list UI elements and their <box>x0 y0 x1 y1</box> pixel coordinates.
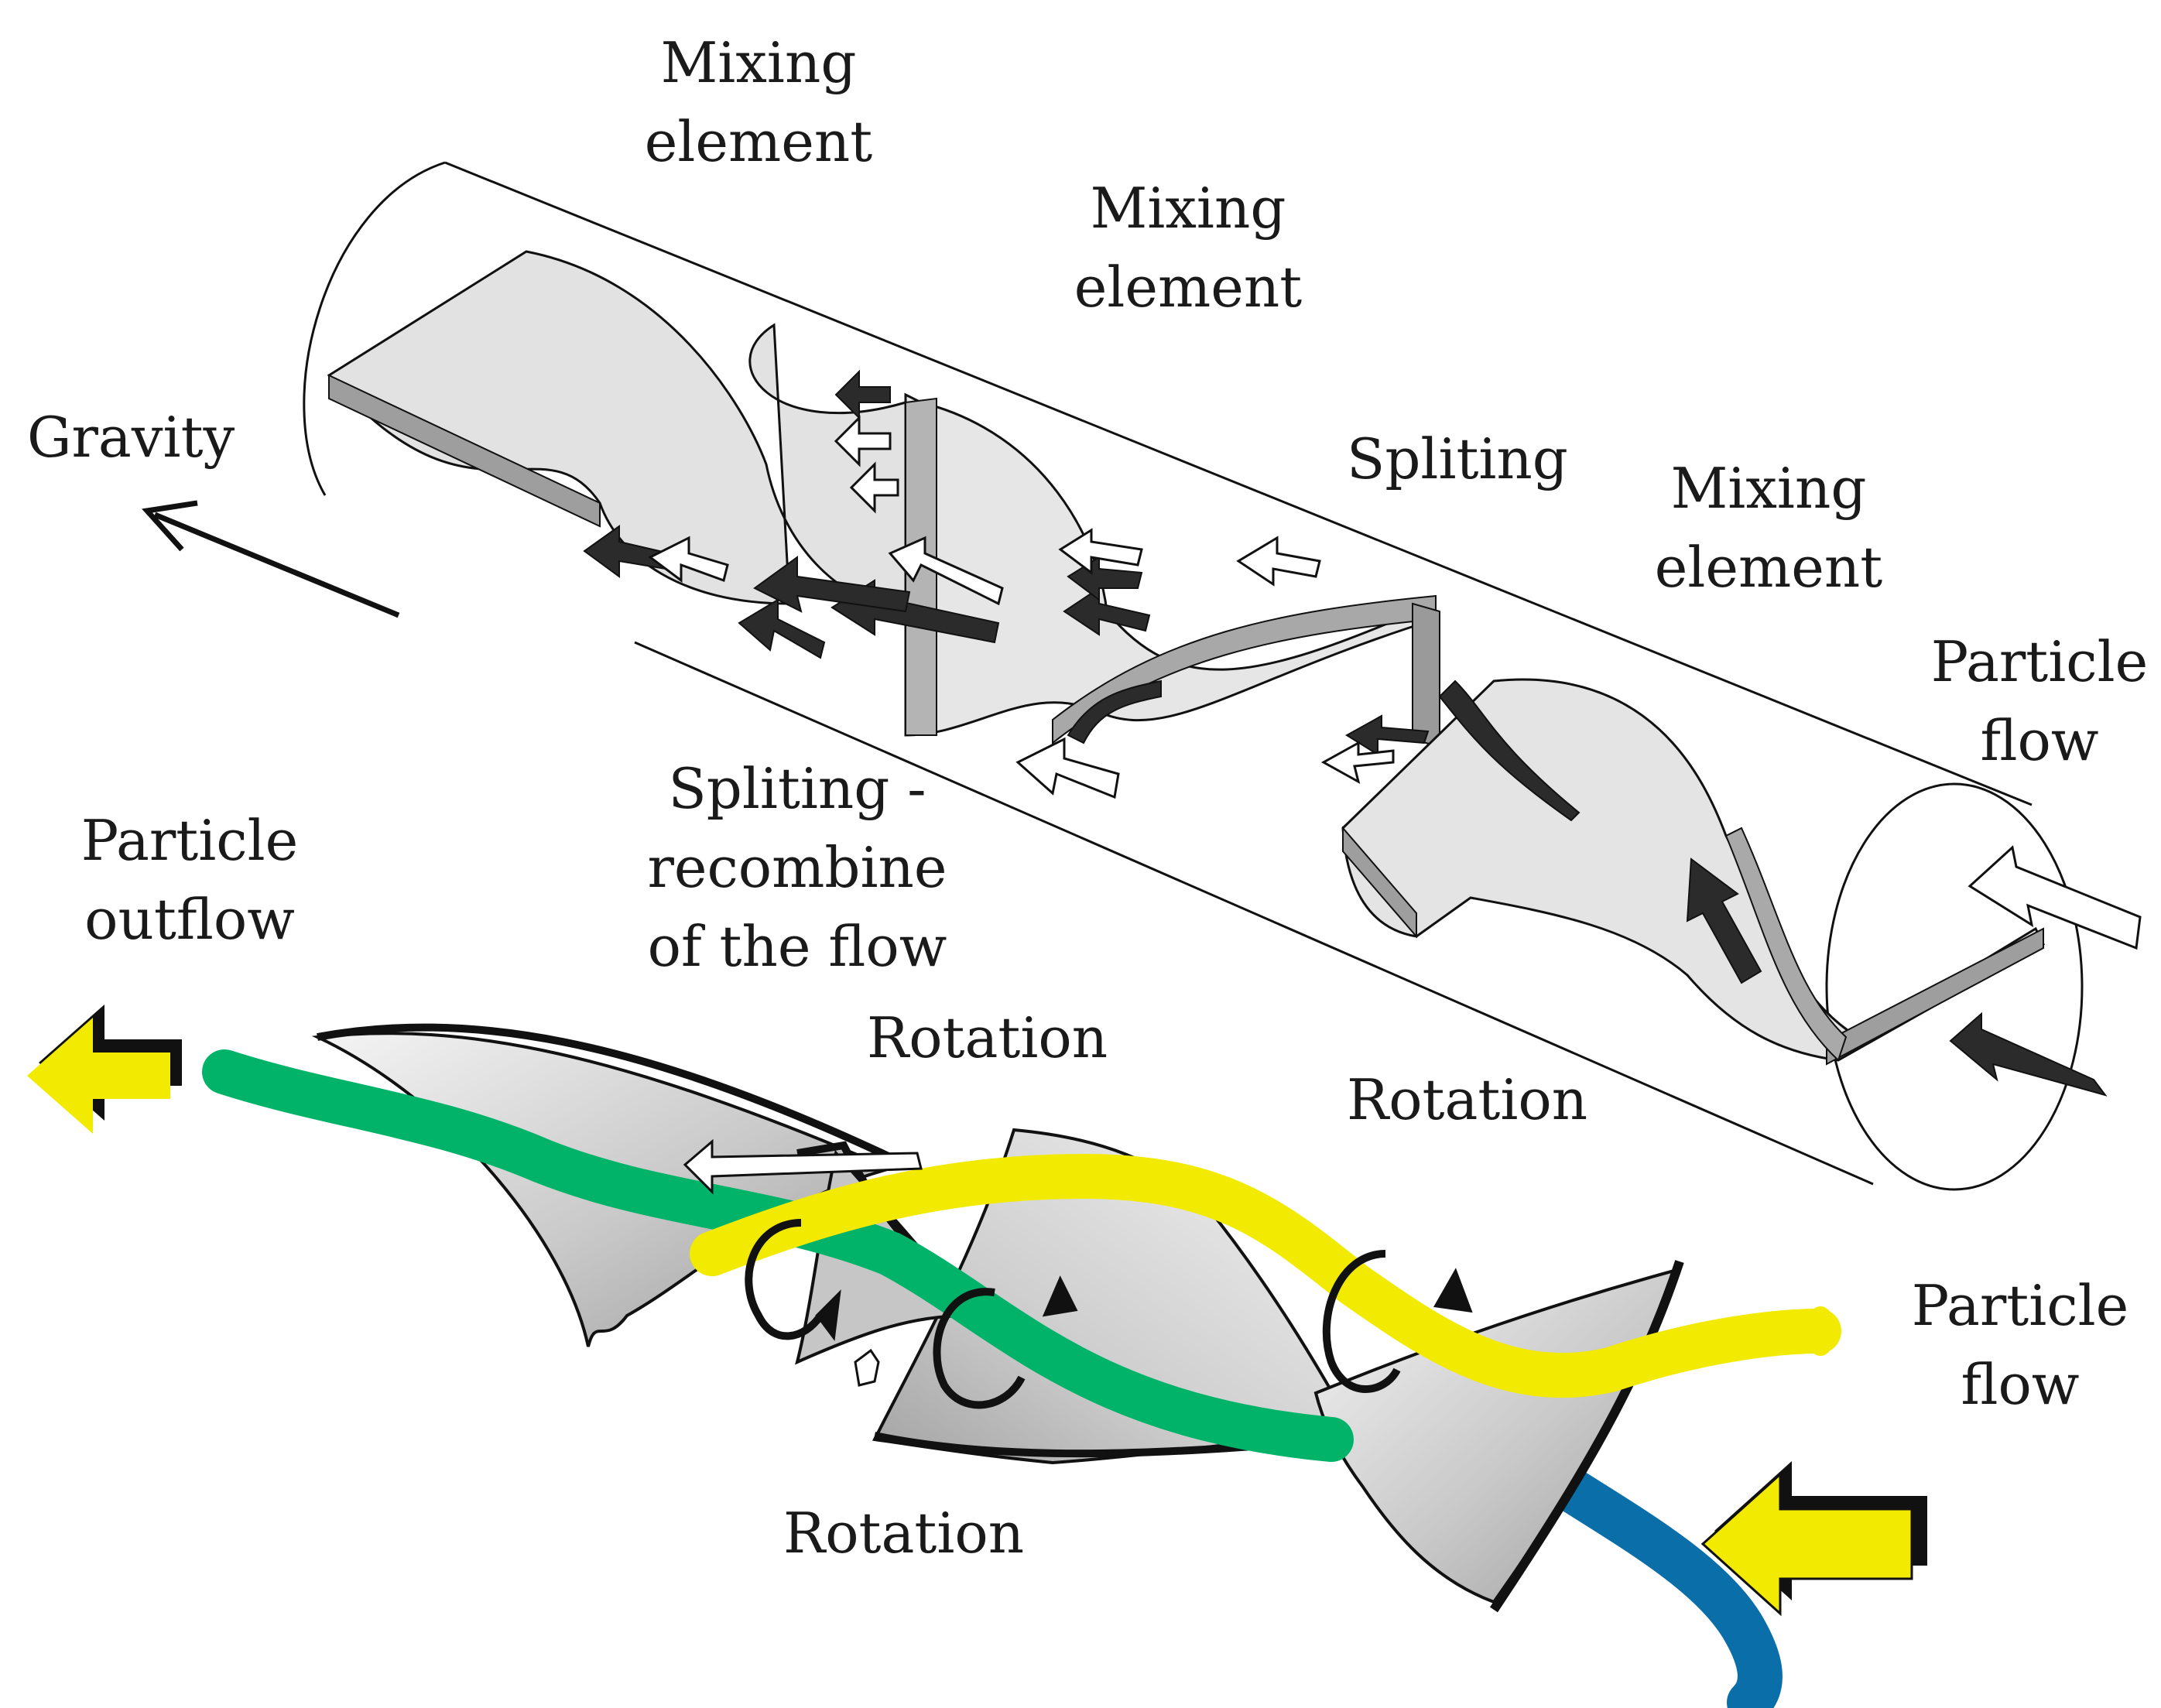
gravity-arrow <box>142 500 400 618</box>
rotation-arrow <box>1433 1268 1473 1313</box>
arrow-dark <box>753 556 911 613</box>
arrow-hollow <box>1320 741 1395 784</box>
arrow-hollow <box>849 461 899 514</box>
stream-yellow-end <box>1805 1306 1836 1356</box>
label-rotation-1: Rotation <box>867 1005 1108 1070</box>
rotation-arrow <box>933 1288 1026 1409</box>
pipe-mixer <box>303 161 2142 1191</box>
mixer-blade-1-edge <box>328 374 601 528</box>
pipe-wall-top <box>444 161 2033 806</box>
label-rotation-3: Rotation <box>783 1501 1025 1566</box>
flow-arrows-hollow <box>648 415 2142 950</box>
arrow-hollow <box>834 415 892 467</box>
label-gravity: Gravity <box>27 405 235 470</box>
inflow-arrow <box>1700 1471 1913 1617</box>
arrow-dark <box>1438 679 1581 822</box>
mixer-blade-3-edge <box>1826 927 2044 1066</box>
arrow-dark <box>1949 1011 2108 1097</box>
arrow-dark <box>1067 679 1162 744</box>
rotation-arrows <box>745 1219 1473 1409</box>
arrow-dark <box>1345 714 1430 756</box>
pipe-left-end <box>303 161 446 496</box>
arrow-hollow <box>1236 536 1321 587</box>
arrow-hollow <box>1968 845 2142 950</box>
blade-assembly <box>202 1023 1841 1708</box>
rotation-arrow <box>745 1219 824 1340</box>
arrow-hollow <box>1015 737 1120 799</box>
rotation-arrow <box>1042 1275 1078 1317</box>
rotation-arrow <box>1322 1250 1401 1393</box>
label-rotation-2: Rotation <box>1347 1067 1588 1132</box>
arrow-hollow <box>1058 528 1143 575</box>
pipe-right-end <box>1825 782 2084 1191</box>
rotation-arrow <box>815 1289 841 1341</box>
stream-blue <box>1495 1432 1783 1708</box>
arrow-dark <box>1686 857 1762 984</box>
arrow-dark <box>1063 587 1151 636</box>
flow-arrows-dark <box>583 369 2108 1097</box>
arrow-dark <box>738 598 826 659</box>
arrow-hollow <box>854 1348 880 1387</box>
mixer-blade-2-upright <box>1412 602 1440 748</box>
stream-yellow <box>690 1153 1841 1398</box>
mixer-blade-3-front <box>1342 826 1417 939</box>
blade-left-edge <box>317 1023 892 1161</box>
blade-right-edge <box>1490 1260 1684 1613</box>
pipe-wall-bottom <box>634 641 1874 1186</box>
arrow-hollow <box>683 1138 923 1195</box>
arrow-dark <box>834 369 891 420</box>
mixer-blade-1 <box>327 250 911 613</box>
outflow-arrow <box>27 1018 170 1134</box>
label-spliting: Spliting <box>1347 426 1568 491</box>
mixer-blade-3-twist <box>1724 827 1848 1062</box>
arrow-hollow <box>648 536 729 583</box>
arrow-hollow <box>888 536 1004 606</box>
yellow-arrows <box>27 1005 1927 1617</box>
